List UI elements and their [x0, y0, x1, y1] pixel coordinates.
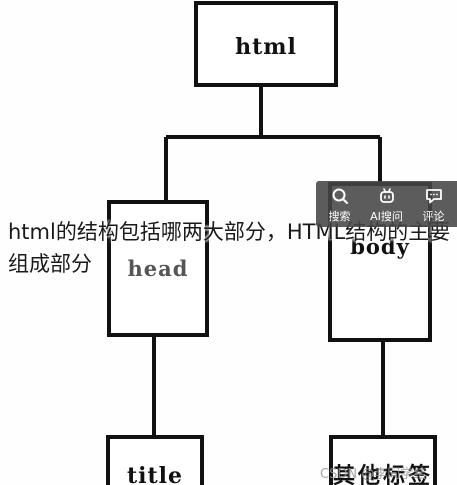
search-button[interactable]: 搜索	[316, 181, 363, 227]
node-label-title: title	[126, 463, 184, 485]
comment-button[interactable]: 评论	[410, 181, 457, 227]
node-label-head: head	[127, 256, 189, 281]
node-box-other	[329, 435, 437, 485]
ai-search-button[interactable]: AI搜问	[363, 181, 410, 227]
node-label-other: 其他标签	[332, 463, 433, 485]
search-icon	[332, 188, 348, 204]
search-button-label: 搜索	[328, 210, 351, 223]
floating-toolbar: 搜索 AI搜问 评论	[316, 181, 457, 227]
ai-search-button-label: AI搜问	[370, 210, 403, 223]
ai-robot-icon	[379, 188, 394, 203]
csdn-watermark: CSDN @李同学结	[320, 467, 427, 482]
comment-button-label: 评论	[422, 210, 445, 223]
node-box-title	[106, 435, 204, 485]
node-label-body: body	[350, 234, 410, 259]
node-box-html	[194, 1, 338, 87]
node-label-html: html	[235, 34, 297, 60]
node-box-head	[107, 200, 209, 337]
comment-icon	[425, 189, 442, 204]
